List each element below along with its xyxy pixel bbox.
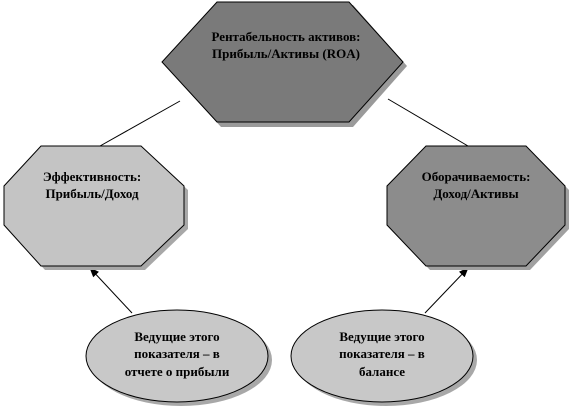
roa-label-line2: Прибыль/Активы (ROA) <box>212 46 360 61</box>
income-driver-line1: Ведущие этого <box>134 329 219 344</box>
efficiency-label-line2: Прибыль/Доход <box>45 186 139 201</box>
connector-roa-to-efficiency <box>99 100 181 147</box>
income-driver-ellipse <box>85 309 269 403</box>
connector-roa-to-turnover <box>387 98 469 147</box>
roa-hexagon <box>161 1 404 123</box>
income-driver-line2: показателя – в <box>134 346 220 361</box>
balance-driver-ellipse <box>290 309 474 403</box>
turnover-label-line2: Доход/Активы <box>433 186 518 201</box>
balance-driver-line1: Ведущие этого <box>339 329 424 344</box>
income-driver-line3: отчете о прибыли <box>125 364 230 379</box>
roa-label-line1: Рентабельность активов: <box>212 29 361 44</box>
turnover-octagon <box>386 145 566 267</box>
arrow-balance-to-turnover <box>424 267 469 314</box>
balance-driver-line2: показателя – в <box>339 346 425 361</box>
arrow-income-to-efficiency <box>89 267 133 314</box>
efficiency-label-line1: Эффективность: <box>43 169 141 184</box>
efficiency-octagon <box>3 145 185 267</box>
turnover-label-line1: Оборачиваемость: <box>422 169 531 184</box>
balance-driver-line3: балансе <box>359 364 405 379</box>
